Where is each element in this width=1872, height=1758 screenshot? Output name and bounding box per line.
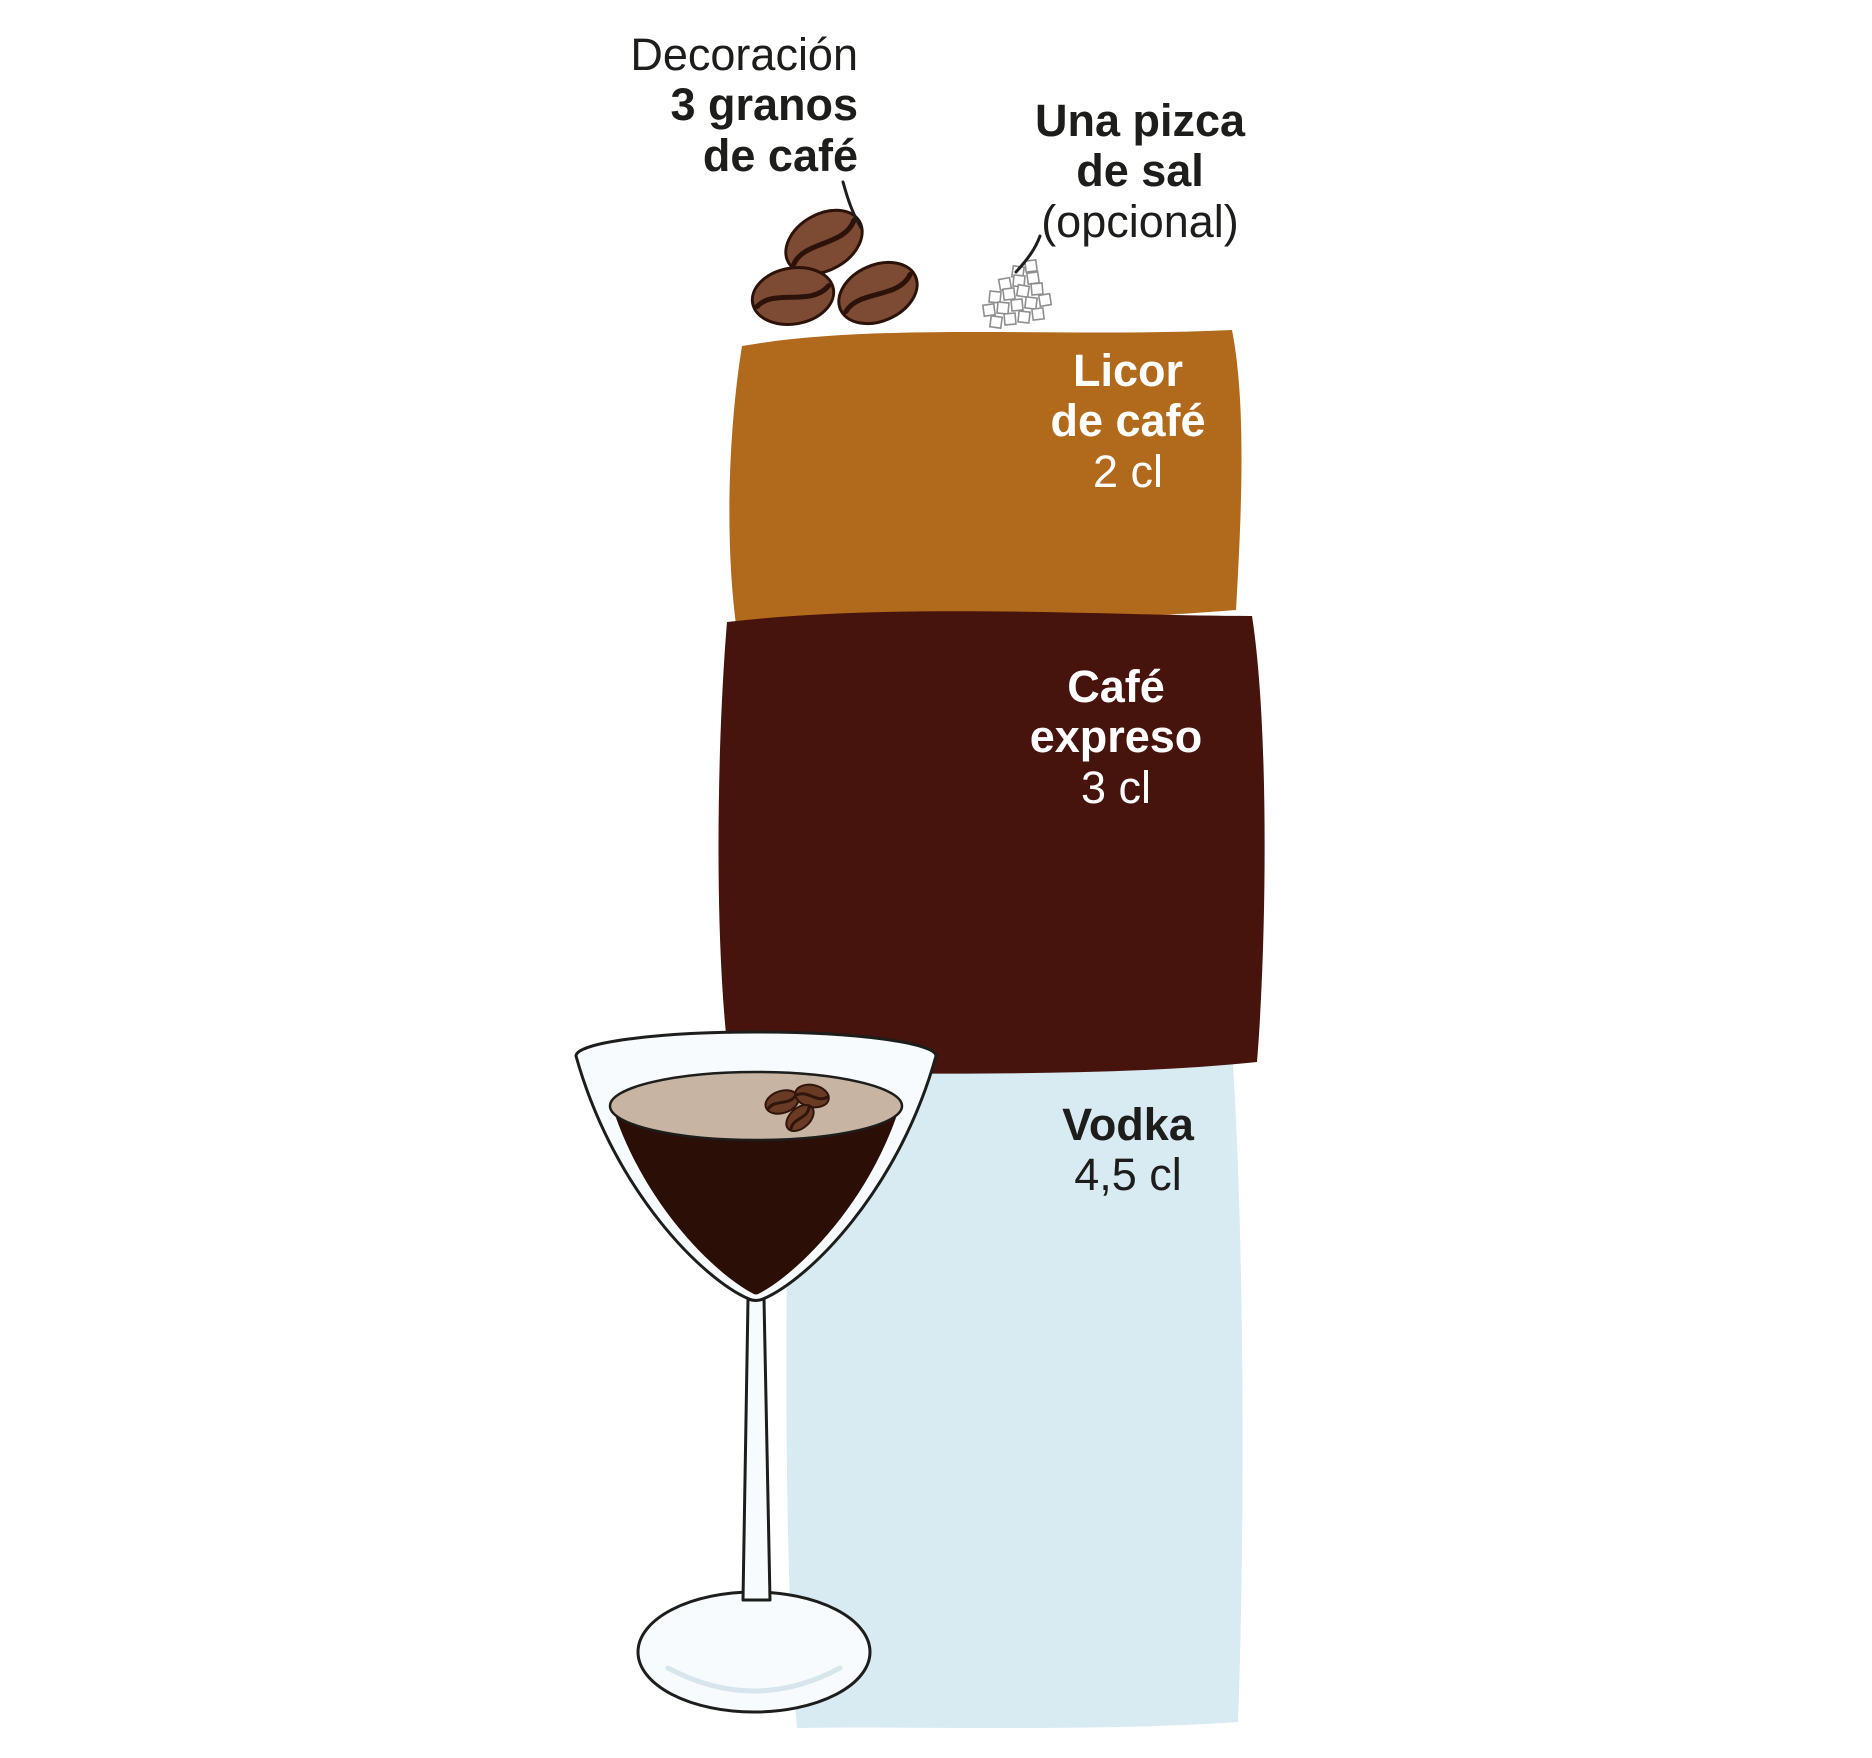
layer-block-cafe — [718, 611, 1265, 1076]
layer-amount: 4,5 cl — [1074, 1149, 1182, 1201]
decoration-note: Decoración 3 granos de café — [518, 29, 858, 181]
cocktail-liquid — [612, 1106, 900, 1295]
salt-note-line2: de sal — [1076, 145, 1204, 197]
cocktail-foam — [608, 1070, 904, 1142]
glass-base-highlight — [665, 1665, 843, 1694]
decoration-note-line3: de café — [702, 129, 858, 181]
salt-pointer-line — [1014, 234, 1042, 274]
layer-label-licor: Licor de café 2 cl — [978, 345, 1278, 497]
layer-amount: 2 cl — [1092, 445, 1164, 497]
layer-label-vodka: Vodka 4,5 cl — [978, 1099, 1278, 1201]
layer-block-vodka — [786, 1044, 1243, 1728]
layer-name-line: de café — [1050, 395, 1206, 447]
garnish-beans-icon — [764, 1083, 830, 1133]
layer-label-cafe: Café expreso 3 cl — [966, 661, 1266, 813]
martini-glass — [574, 1030, 938, 1714]
salt-note-line3: (opcional) — [1041, 195, 1239, 247]
layer-name-line: Licor — [1072, 345, 1184, 396]
layer-name-line: Café — [1067, 661, 1165, 712]
glass-stem — [741, 1297, 772, 1602]
glass-base — [636, 1590, 872, 1714]
layer-name-line: expreso — [1029, 711, 1203, 763]
decoration-note-line1: Decoración — [630, 29, 858, 80]
coffee-beans-icon — [750, 208, 919, 326]
decoration-note-line2: 3 granos — [670, 79, 858, 131]
decoration-pointer-line — [841, 180, 863, 230]
layer-amount: 3 cl — [1080, 761, 1152, 813]
layer-block-licor — [729, 330, 1242, 632]
layer-name-line: Vodka — [1062, 1099, 1194, 1150]
salt-note: Una pizca de sal (opcional) — [990, 95, 1290, 247]
salt-note-line1: Una pizca — [1034, 95, 1246, 146]
